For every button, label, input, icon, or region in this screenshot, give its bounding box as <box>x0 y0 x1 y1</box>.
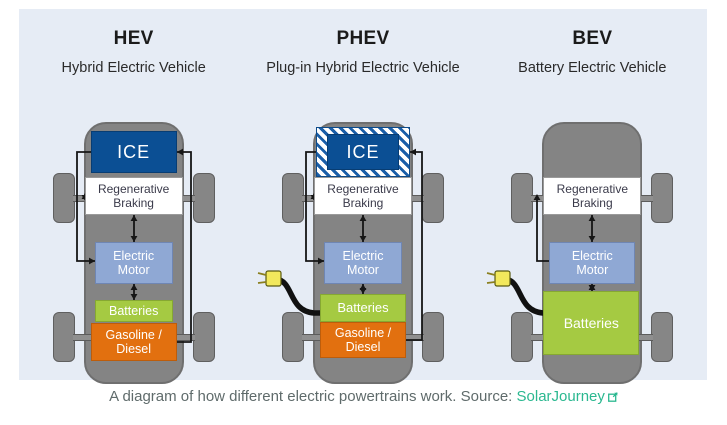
fuel-line-1: Gasoline / <box>334 326 392 340</box>
plug-cable-icon <box>487 270 567 316</box>
component-fuel-tank: Gasoline / Diesel <box>90 323 177 361</box>
column-abbr-phev: PHEV <box>336 28 390 49</box>
vehicle-diagram-phev: ICE Regenerative Braking Electric Motor <box>248 89 477 384</box>
plug-cable-icon <box>257 270 337 316</box>
motor-line-2: Motor <box>117 263 150 277</box>
motor-line-2: Motor <box>347 263 379 277</box>
component-ice-hatched: ICE <box>315 127 410 177</box>
phev-stage: ICE Regenerative Braking Electric Motor <box>257 109 458 384</box>
column-abbr-bev: BEV <box>572 28 613 49</box>
regen-line-1: Regenerative <box>327 182 399 196</box>
charging-plug-phev <box>256 259 337 329</box>
component-ice: ICE <box>90 131 177 173</box>
caption-text: A diagram of how different electric powe… <box>109 388 513 405</box>
figure-caption: A diagram of how different electric powe… <box>0 388 727 406</box>
component-batteries: Batteries <box>543 291 640 355</box>
motor-line-1: Electric <box>113 249 155 263</box>
fuel-line-2: Diesel <box>345 340 381 354</box>
component-fuel-tank: Gasoline / Diesel <box>319 322 406 358</box>
powertrain-diagram-figure: HEV Hybrid Electric Vehicle PHEV Plug-in… <box>19 9 707 384</box>
external-link-icon[interactable] <box>607 389 618 406</box>
motor-line-1: Electric <box>571 249 613 263</box>
component-regenerative-braking: Regenerative Braking <box>313 177 412 215</box>
regen-line-1: Regenerative <box>97 182 170 196</box>
regen-line-2: Braking <box>342 196 384 210</box>
vehicle-diagram-hev: ICE Regenerative Braking Electric Motor <box>19 89 248 384</box>
vehicle-diagram-bev: Regenerative Braking Electric Motor Batt… <box>478 89 707 384</box>
column-abbr-hev: HEV <box>113 28 154 49</box>
regen-line-1: Regenerative <box>556 182 628 196</box>
component-regenerative-braking: Regenerative Braking <box>543 177 642 215</box>
bev-stage: Regenerative Braking Electric Motor Batt… <box>487 109 687 384</box>
component-electric-motor: Electric Motor <box>549 242 636 284</box>
component-batteries: Batteries <box>94 300 173 322</box>
column-header-phev: PHEV Plug-in Hybrid Electric Vehicle <box>248 9 477 89</box>
regen-line-2: Braking <box>571 196 613 210</box>
source-link[interactable]: SolarJourney <box>516 388 605 405</box>
component-batteries: Batteries <box>319 294 406 322</box>
column-header-hev: HEV Hybrid Electric Vehicle <box>19 9 248 89</box>
motor-line-1: Electric <box>342 249 384 263</box>
motor-line-2: Motor <box>576 263 609 277</box>
column-fullname-phev: Plug-in Hybrid Electric Vehicle <box>266 60 460 76</box>
column-header-bev: BEV Battery Electric Vehicle <box>478 9 707 89</box>
column-fullname-hev: Hybrid Electric Vehicle <box>61 60 206 76</box>
powerflow-connectors <box>533 194 596 291</box>
vehicle-diagrams-row: ICE Regenerative Braking Electric Motor <box>19 89 707 384</box>
hev-stage: ICE Regenerative Braking Electric Motor <box>39 109 229 384</box>
charging-plug-bev <box>485 259 567 329</box>
fuel-line-2: Diesel <box>116 342 152 356</box>
component-electric-motor: Electric Motor <box>94 242 173 284</box>
regen-line-2: Braking <box>113 196 154 210</box>
ice-label: ICE <box>326 134 399 170</box>
fuel-line-1: Gasoline / <box>105 328 162 342</box>
column-fullname-bev: Battery Electric Vehicle <box>518 60 667 76</box>
component-regenerative-braking: Regenerative Braking <box>84 177 183 215</box>
component-electric-motor: Electric Motor <box>323 242 402 284</box>
diagram-column-headers: HEV Hybrid Electric Vehicle PHEV Plug-in… <box>19 9 707 89</box>
